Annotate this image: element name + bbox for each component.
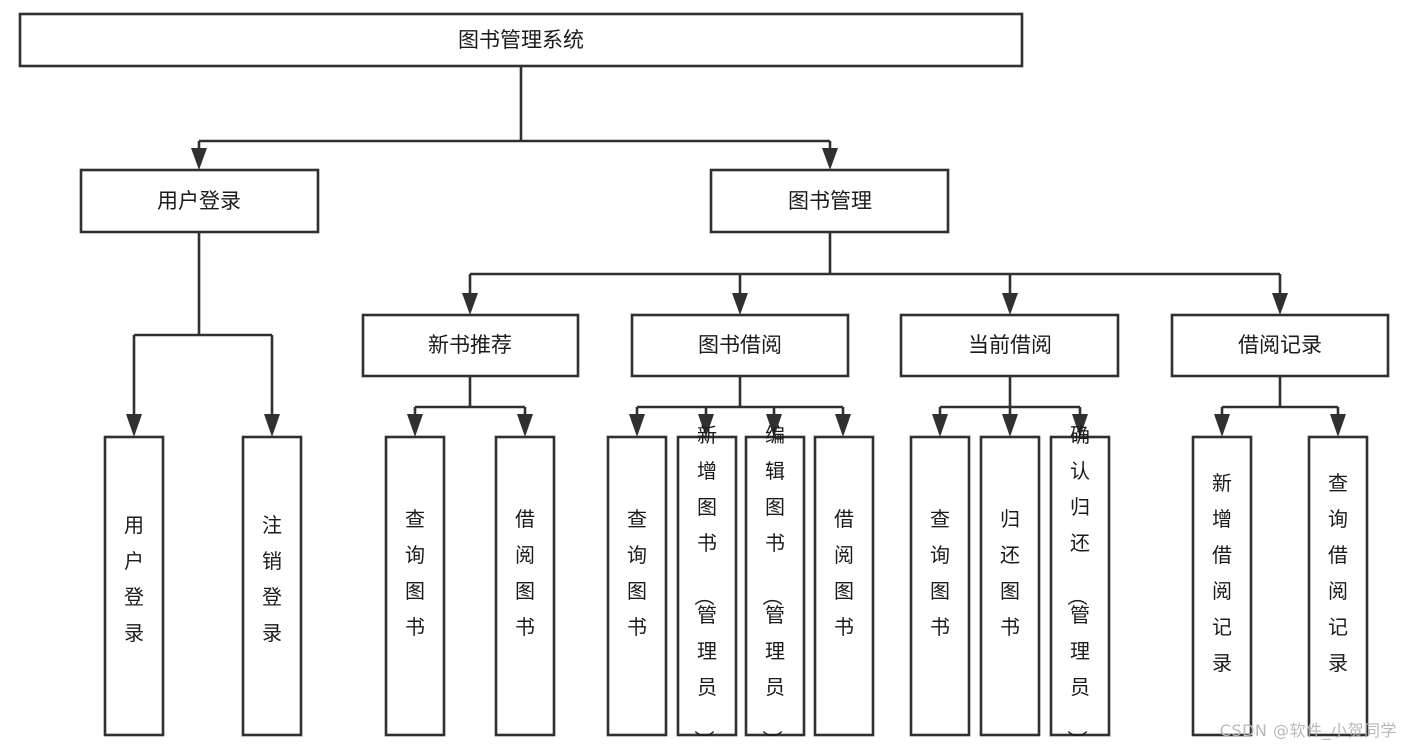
node-leaf-add-book-admin-box[interactable]: [676, 435, 738, 737]
node-leaf-query-borrow-record-label: 查询借阅记录: [1328, 471, 1348, 675]
arrow-leaf-user-login: [126, 414, 142, 437]
arrow-book-borrow: [732, 293, 748, 315]
node-leaf-borrow-book-2-label: 借阅图书: [834, 507, 854, 639]
node-leaf-query-book-3[interactable]: 查询图书: [909, 435, 971, 737]
node-leaf-edit-book-admin-box[interactable]: [744, 435, 806, 737]
node-new-book-recommend[interactable]: 新书推荐: [361, 313, 580, 378]
node-user-login-box[interactable]: [79, 168, 320, 234]
node-book-manage[interactable]: 图书管理: [709, 168, 950, 234]
node-user-login-label: 用户登录: [157, 189, 241, 213]
node-leaf-query-book-1-label: 查询图书: [405, 507, 425, 639]
node-leaf-user-login-label: 用户登录: [124, 513, 144, 645]
node-leaf-edit-book-admin-label: 编辑图书（管理员）: [760, 423, 785, 747]
node-leaf-user-login-box[interactable]: [103, 435, 165, 737]
node-leaf-user-login[interactable]: 用户登录: [103, 435, 165, 737]
node-root-label: 图书管理系统: [458, 28, 584, 52]
node-leaf-add-borrow-record-label: 新增借阅记录: [1212, 471, 1232, 675]
node-leaf-logout-login-box[interactable]: [241, 435, 303, 737]
watermark-label: CSDN @软件_小贺同学: [1219, 721, 1397, 740]
node-leaf-query-book-2[interactable]: 查询图书: [606, 435, 668, 737]
node-leaf-query-book-2-box[interactable]: [606, 435, 668, 737]
node-leaf-add-borrow-record-box[interactable]: [1191, 435, 1253, 737]
node-leaf-edit-book-admin[interactable]: 编辑图书（管理员）: [744, 423, 806, 747]
node-leaf-borrow-book-1-box[interactable]: [494, 435, 556, 737]
node-leaf-add-borrow-record[interactable]: 新增借阅记录: [1191, 435, 1253, 737]
node-current-borrow-label: 当前借阅: [968, 333, 1052, 357]
arrow-leaf-borrow-book-1: [517, 414, 533, 437]
arrow-leaf-add-borrow-record: [1214, 414, 1230, 437]
arrow-leaf-edit-book-admin: [766, 414, 782, 437]
node-leaf-query-book-1-box[interactable]: [384, 435, 446, 737]
arrow-borrow-record: [1272, 293, 1288, 315]
node-leaf-add-book-admin[interactable]: 新增图书（管理员）: [676, 423, 738, 747]
node-book-borrow-box[interactable]: [630, 313, 850, 378]
node-leaf-return-book-label: 归还图书: [1000, 507, 1020, 639]
arrow-leaf-query-book-1: [407, 414, 423, 437]
node-book-manage-box[interactable]: [709, 168, 950, 234]
node-borrow-record-label: 借阅记录: [1238, 333, 1322, 357]
arrow-leaf-logout-login: [264, 414, 280, 437]
node-leaf-borrow-book-2-box[interactable]: [813, 435, 875, 737]
node-leaf-query-borrow-record[interactable]: 查询借阅记录: [1307, 435, 1369, 737]
arrow-leaf-query-book-3: [932, 414, 948, 437]
node-root-box[interactable]: [18, 12, 1024, 68]
connector-layer: [126, 66, 1346, 437]
arrow-leaf-add-book-admin: [698, 414, 714, 437]
node-book-manage-label: 图书管理: [788, 189, 872, 213]
node-leaf-query-book-1[interactable]: 查询图书: [384, 435, 446, 737]
node-leaf-logout-login[interactable]: 注销登录: [241, 435, 303, 737]
node-root[interactable]: 图书管理系统: [18, 12, 1024, 68]
node-leaf-add-book-admin-label: 新增图书（管理员）: [692, 423, 717, 747]
node-leaf-confirm-return-admin-box[interactable]: [1049, 435, 1111, 737]
node-leaf-borrow-book-2[interactable]: 借阅图书: [813, 435, 875, 737]
node-book-borrow-label: 图书借阅: [698, 333, 782, 357]
node-leaf-confirm-return-admin-label: 确认归还（管理员）: [1065, 423, 1090, 747]
node-borrow-record[interactable]: 借阅记录: [1170, 313, 1390, 378]
arrow-to-book-manage: [822, 148, 838, 170]
node-leaf-query-book-3-label: 查询图书: [930, 507, 950, 639]
node-leaf-query-borrow-record-box[interactable]: [1307, 435, 1369, 737]
arrow-leaf-confirm-return-admin: [1072, 414, 1088, 437]
node-user-login[interactable]: 用户登录: [79, 168, 320, 234]
arrow-new-book-recommend: [462, 293, 478, 315]
node-leaf-borrow-book-1[interactable]: 借阅图书: [494, 435, 556, 737]
node-leaf-query-book-2-label: 查询图书: [627, 507, 647, 639]
arrow-leaf-query-book-2: [629, 414, 645, 437]
node-leaf-query-book-3-box[interactable]: [909, 435, 971, 737]
arrow-leaf-return-book: [1002, 414, 1018, 437]
arrow-leaf-query-borrow-record: [1330, 414, 1346, 437]
node-leaf-return-book-box[interactable]: [979, 435, 1041, 737]
arrow-leaf-borrow-book-2: [835, 414, 851, 437]
node-leaf-borrow-book-1-label: 借阅图书: [515, 507, 535, 639]
node-current-borrow-box[interactable]: [899, 313, 1120, 378]
node-leaf-return-book[interactable]: 归还图书: [979, 435, 1041, 737]
arrow-to-user-login: [191, 148, 207, 170]
node-new-book-recommend-label: 新书推荐: [428, 333, 512, 357]
node-borrow-record-box[interactable]: [1170, 313, 1390, 378]
node-book-borrow[interactable]: 图书借阅: [630, 313, 850, 378]
node-new-book-recommend-box[interactable]: [361, 313, 580, 378]
arrow-current-borrow: [1002, 293, 1018, 315]
node-leaf-logout-login-label: 注销登录: [262, 513, 282, 645]
node-leaf-confirm-return-admin[interactable]: 确认归还（管理员）: [1049, 423, 1111, 747]
node-current-borrow[interactable]: 当前借阅: [899, 313, 1120, 378]
